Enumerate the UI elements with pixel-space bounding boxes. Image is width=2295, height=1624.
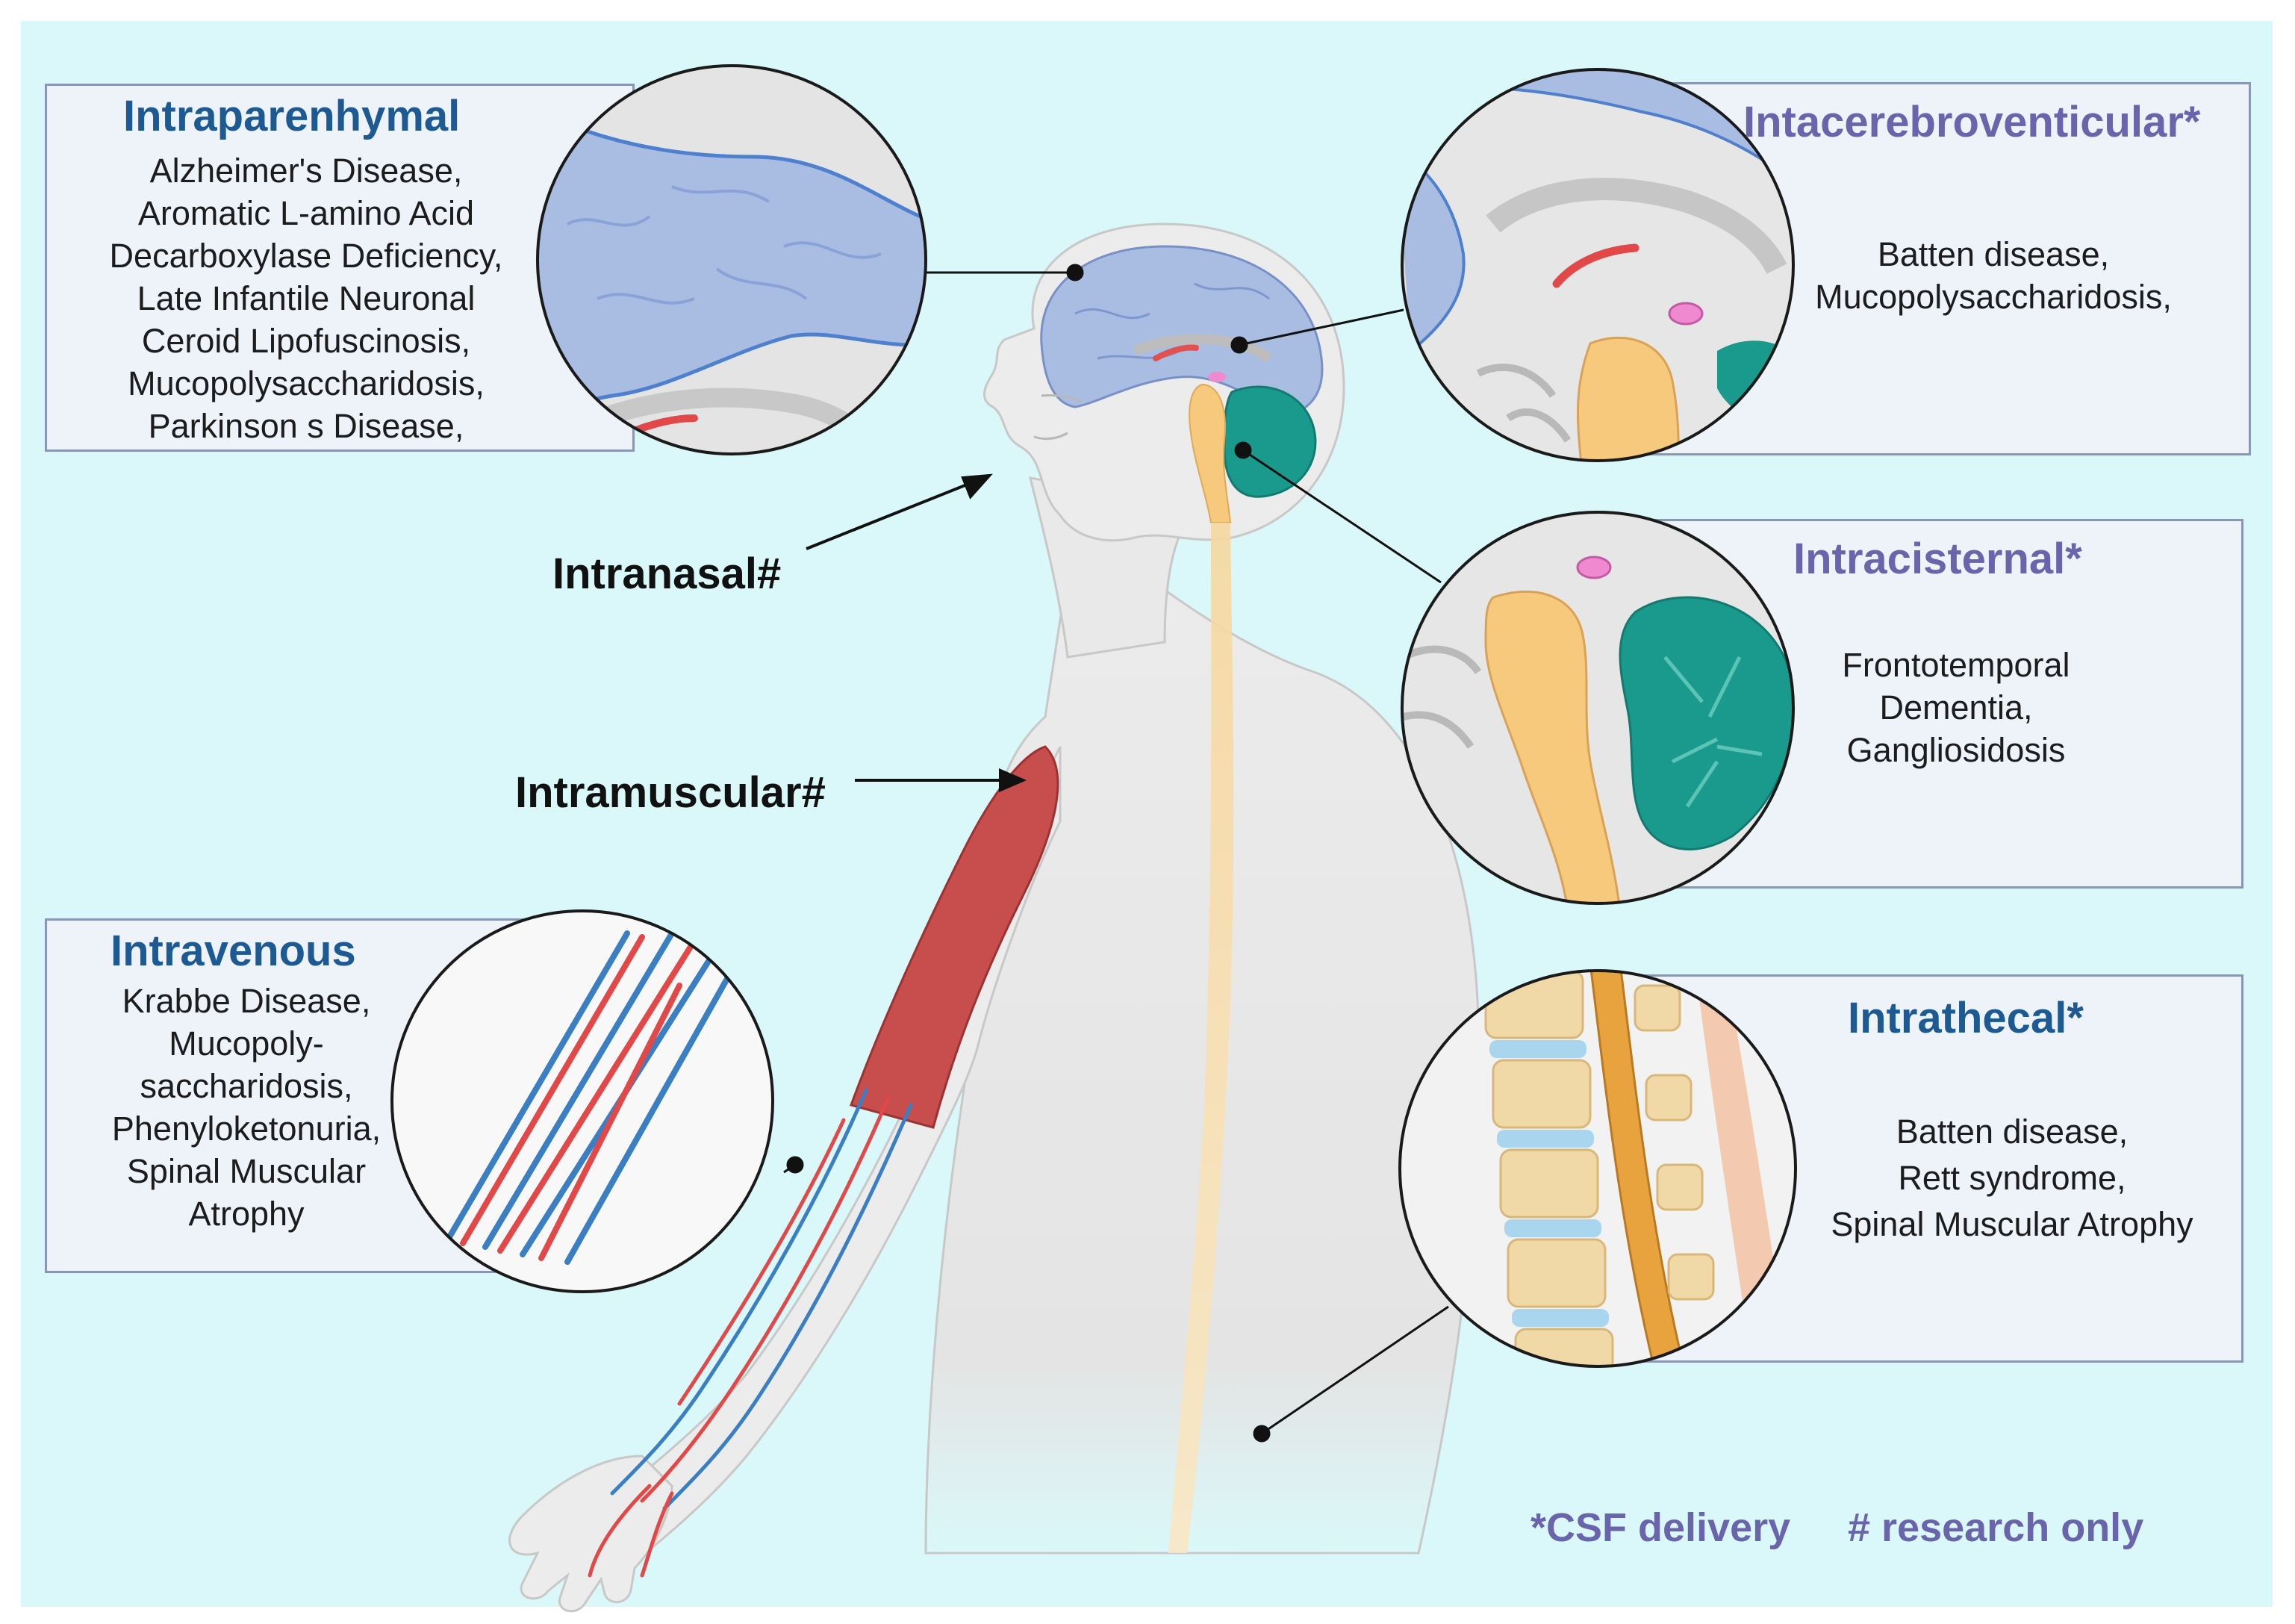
intraparenchymal-item: Alzheimer's Disease,	[149, 152, 463, 190]
intrathecal-item: Rett syndrome,	[1898, 1159, 2126, 1197]
spinal-cord	[1168, 523, 1234, 1553]
intraparenchymal-item: Decarboxylase Deficiency,	[109, 237, 503, 275]
intrathecal-item: Spinal Muscular Atrophy	[1831, 1205, 2193, 1243]
intracerebroventricular-title: Intacerebroventicular*	[1743, 98, 2201, 146]
intraparenchymal-item: Ceroid Lipofuscinosis,	[141, 322, 471, 360]
vein-magnifier	[390, 909, 774, 1293]
ventricle-magnifier	[1401, 68, 1795, 462]
intrathecal-title: Intrathecal*	[1848, 994, 2084, 1042]
deltoid-muscle	[850, 745, 1059, 1129]
intranasal-label: Intranasal#	[552, 550, 782, 598]
intravenous-title: Intravenous	[110, 927, 356, 975]
arm-vessels	[588, 1088, 913, 1578]
hand	[508, 1455, 673, 1613]
intraparenchymal-list: Alzheimer's Disease, Aromatic L-amino Aci…	[75, 149, 538, 447]
intravenous-item: Atrophy	[188, 1195, 305, 1233]
intracerebroventricular-list: Batten disease, Mucopolysaccharidosis,	[1792, 233, 2195, 318]
intravenous-item: Phenyloketonuria,	[111, 1110, 382, 1148]
cortex-magnifier	[536, 64, 927, 455]
intraparenchymal-item: Aromatic L-amino Acid	[137, 194, 475, 232]
intracisternal-title: Intracisternal*	[1793, 535, 2082, 583]
route-arrows	[806, 473, 1027, 793]
intrathecal-list: Batten disease, Rett syndrome, Spinal Musc…	[1796, 1109, 2229, 1248]
cisterna-magnifier	[1401, 511, 1795, 905]
intracerebroventricular-item: Batten disease,	[1877, 235, 2110, 273]
mouth-line	[1033, 432, 1068, 441]
brain-cortex	[1040, 245, 1324, 416]
ventricle	[1153, 344, 1199, 361]
intraparenchymal-title: Intraparenhymal	[123, 92, 461, 140]
human-figure	[508, 223, 1480, 1613]
intracerebroventricular-item: Mucopolysaccharidosis,	[1815, 278, 2172, 316]
intravenous-item: Mucopoly-	[169, 1024, 324, 1063]
intracisternal-item: Gangliosidosis	[1846, 731, 2066, 769]
spine-magnifier	[1398, 969, 1797, 1368]
pointer-lines	[783, 264, 1449, 1443]
intravenous-item: saccharidosis,	[140, 1067, 353, 1105]
eye-line	[1041, 394, 1083, 403]
intracisternal-item: Frontotemporal	[1842, 646, 2070, 684]
intraparenchymal-item: Parkinson s Disease,	[148, 407, 464, 445]
intramuscular-label: Intramuscular#	[515, 768, 826, 817]
intraparenchymal-item: Late Infantile Neuronal	[137, 279, 476, 317]
intravenous-list: Krabbe Disease, Mucopoly-saccharidosis, Ph…	[90, 980, 403, 1235]
csf-delivery-legend: *CSF delivery	[1530, 1505, 1791, 1550]
intravenous-item: Spinal Muscular	[126, 1152, 367, 1190]
research-only-legend: # research only	[1848, 1505, 2144, 1550]
intracisternal-item: Dementia,	[1879, 688, 2033, 727]
pineal	[1208, 372, 1226, 382]
corpus-callosum	[1133, 333, 1273, 363]
intrathecal-item: Batten disease,	[1896, 1113, 2129, 1151]
intraparenchymal-item: Mucopolysaccharidosis,	[128, 364, 485, 402]
intravenous-item: Krabbe Disease,	[122, 982, 371, 1020]
